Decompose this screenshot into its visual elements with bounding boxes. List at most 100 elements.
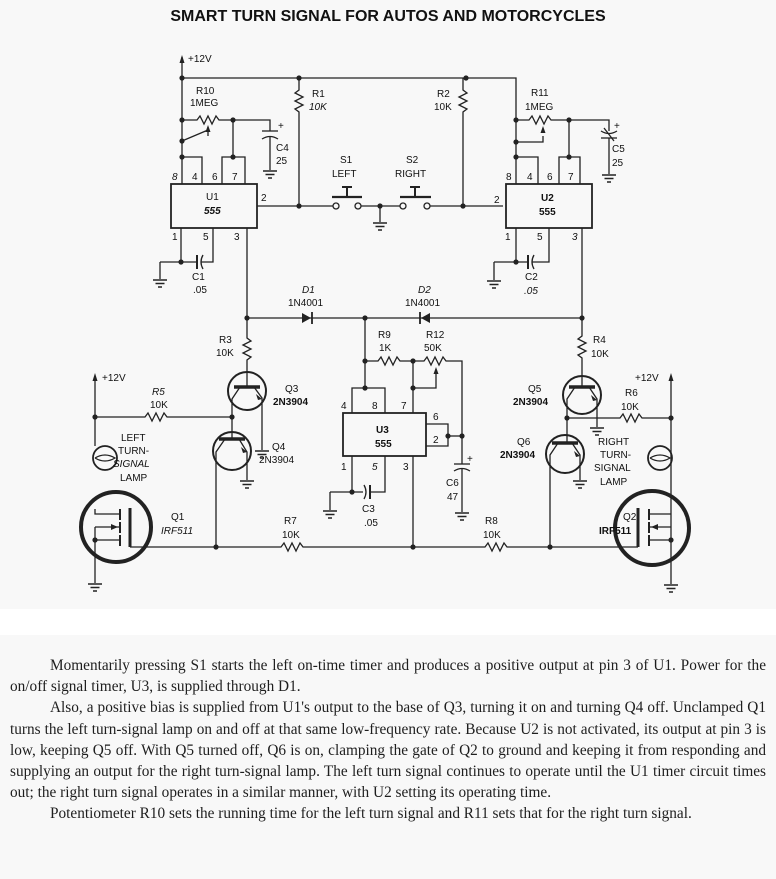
schematic-diagram: +12V R10 1MEG + C4 25 8 4 [79,54,691,593]
left-driver: R3 10K Q3 2N3904 R5 10K Q4 2N3904 +12V [79,318,416,592]
paragraph-2: Also, a positive bias is supplied from U… [10,699,766,802]
r7-value: 10K [282,530,300,541]
c1-ref: C1 [192,272,205,283]
u1-pin-1: 1 [172,232,178,243]
supply-label: +12V [188,54,212,65]
c6-ref: C6 [446,478,459,489]
u3-pin-3: 3 [403,462,409,473]
u2-ref: U2 [541,193,554,204]
u2-pin-2: 2 [494,195,500,206]
u2-pin-5: 5 [537,232,543,243]
r5-ref: R5 [152,387,165,398]
u2-pin-8: 8 [506,172,512,183]
left-lamp-label-1: LEFT [121,433,145,444]
c4-ref: C4 [276,143,289,154]
right-lamp-label-2: TURN- [600,450,631,461]
right-lamp-label-4: LAMP [600,477,628,488]
u1-part: 555 [204,206,221,217]
r7-ref: R7 [284,516,297,527]
c4-value: 25 [276,156,288,167]
c3-value: .05 [364,518,378,529]
d1-part: 1N4001 [288,298,323,309]
r6-ref: R6 [625,388,638,399]
q6-symbol [545,434,585,474]
q5-ref: Q5 [528,384,542,395]
r11-value: 1MEG [525,102,554,113]
r6-value: 10K [621,402,639,413]
c6-polarity: + [467,454,473,465]
r10-value: 1MEG [190,98,219,109]
r1-value: 10K [309,102,328,113]
r4-ref: R4 [593,335,606,346]
right-lamp-label-3: SIGNAL [594,463,631,474]
u1-pin-3: 3 [234,232,240,243]
u2-pin-1: 1 [505,232,511,243]
u1-pin-5: 5 [203,232,209,243]
q6-part: 2N3904 [500,450,535,461]
paragraph-3: Potentiometer R10 sets the running time … [50,805,692,823]
u3-pin-8: 8 [372,401,378,412]
d2-ref: D2 [418,285,431,296]
u1-pin-2: 2 [261,193,267,204]
u3-pin-2: 2 [433,435,439,446]
d2-part: 1N4001 [405,298,440,309]
c1-value: .05 [193,285,207,296]
u1-pin-7: 7 [232,172,238,183]
q3-ref: Q3 [285,384,299,395]
u1-pin-4: 4 [192,172,198,183]
c5-ref: C5 [612,144,625,155]
diagram-title: SMART TURN SIGNAL FOR AUTOS AND MOTORCYC… [170,8,606,25]
c5-polarity: + [614,121,620,132]
r2-ref: R2 [437,89,450,100]
left-lamp-icon [92,445,118,471]
r9-ref: R9 [378,330,391,341]
r12-ref: R12 [426,330,445,341]
s2-label: RIGHT [395,169,426,180]
u2-pin-7: 7 [568,172,574,183]
supply-label-right: +12V [635,373,659,384]
c2-ref: C2 [525,272,538,283]
switch-section: R1 10K S1 LEFT S2 RIGHT R2 10K [293,78,503,231]
q2-part: IRF511 [599,526,632,537]
q1-symbol [79,490,153,564]
r12-value: 50K [424,343,442,354]
d1-ref: D1 [302,285,315,296]
u3-pin-7: 7 [401,401,407,412]
u3-part: 555 [375,439,392,450]
u3-section: R9 1K R12 50K 4 8 7 6 2 1 5 3 U3 555 + C… [322,318,473,547]
s1-ref: S1 [340,155,353,166]
u1-ref: U1 [206,192,219,203]
d2-symbol [421,313,430,323]
s2-ref: S2 [406,155,419,166]
u3-pin-1: 1 [341,462,347,473]
supply-label-left: +12V [102,373,126,384]
q6-ref: Q6 [517,437,531,448]
q1-part: IRF511 [161,526,193,537]
r8-ref: R8 [485,516,498,527]
u2-pin-4: 4 [527,172,533,183]
q2-symbol [613,489,691,567]
u1-pin-8: 8 [172,172,178,183]
q2-ref: Q2 [623,512,637,523]
right-lamp-icon [647,445,673,471]
c2-value: .05 [524,286,538,297]
r9-value: 1K [379,343,392,354]
q1-ref: Q1 [171,512,185,523]
supply-arrow-icon [179,55,185,63]
divider-band [0,609,776,635]
right-lamp-label-1: RIGHT [598,437,629,448]
u2-part: 555 [539,207,556,218]
q4-ref: Q4 [272,442,286,453]
left-lamp-label-4: LAMP [120,473,148,484]
u3-pin-5: 5 [372,462,378,473]
d1-symbol [302,313,311,323]
r5-value: 10K [150,400,168,411]
q3-part: 2N3904 [273,397,308,408]
paragraph-1: Momentarily pressing S1 starts the left … [10,657,766,696]
c6-value: 47 [447,492,459,503]
q5-part: 2N3904 [513,397,548,408]
u2-pin-3: 3 [572,232,578,243]
c4-polarity: + [278,121,284,132]
right-driver: R4 10K Q5 2N3904 R6 10K +12V Q6 2N3904 [413,318,691,593]
r10-ref: R10 [196,86,215,97]
